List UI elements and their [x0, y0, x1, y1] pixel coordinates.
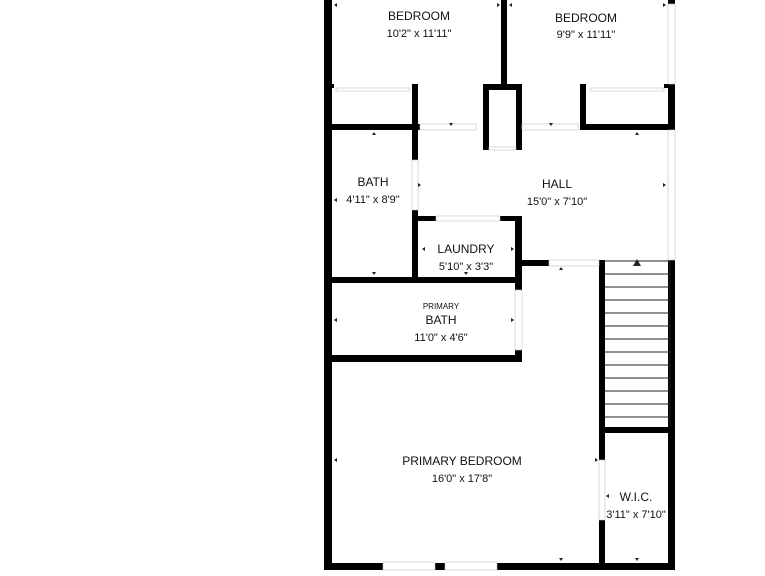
wall-primary-bath-bottom [324, 355, 522, 362]
window-bottom-right [444, 561, 498, 571]
room-name: BEDROOM [388, 9, 450, 23]
wall-bedrooms-divider [501, 0, 507, 86]
room-bedroom-left: BEDROOM 10'2" x 11'11" [387, 9, 452, 40]
central-closet-right [516, 84, 522, 150]
room-name: BATH [425, 313, 456, 327]
room-dimensions: 3'11" x 7'10" [606, 509, 666, 521]
wall-bedroom-left-bottom [324, 124, 420, 130]
room-dimensions: 10'2" x 11'11" [387, 28, 452, 40]
window-bedroom-right [589, 87, 665, 92]
wall-closet-left-top [324, 84, 334, 88]
window-bottom-left [382, 561, 436, 571]
central-closet-left [483, 84, 489, 150]
wall-laundry-right [515, 216, 522, 361]
doorway-central-closet [488, 146, 517, 151]
walls [324, 0, 675, 570]
doorway-bedroom-right [521, 123, 579, 131]
stair-arrow-icon [633, 259, 641, 266]
wall-closet-right-top [664, 84, 675, 88]
doorway-laundry [435, 215, 501, 222]
room-dimensions: 4'11" x 8'9" [346, 194, 399, 206]
wall-wic-top [599, 427, 675, 433]
room-name: BEDROOM [555, 11, 617, 25]
room-name: BATH [357, 175, 388, 189]
room-primary-bath: PRIMARY BATH 11'0" x 4'6" [414, 302, 467, 344]
room-name: LAUNDRY [437, 242, 494, 256]
room-name: PRIMARY BEDROOM [402, 454, 522, 468]
room-dimensions: 11'0" x 4'6" [414, 332, 467, 344]
wall-hall-stub [522, 260, 549, 266]
dimension-ticks [334, 3, 666, 561]
wall-closet-right-stub [580, 84, 586, 130]
room-name: W.I.C. [620, 490, 653, 504]
room-bath: BATH 4'11" x 8'9" [346, 175, 399, 206]
outer-wall-bottom [324, 563, 675, 570]
room-dimensions: 5'10" x 3'3" [439, 261, 493, 273]
doorway-bedroom-left [419, 123, 477, 131]
room-subtitle: PRIMARY [423, 302, 460, 311]
staircase [605, 259, 671, 427]
room-dimensions: 15'0" x 7'10" [527, 196, 587, 208]
wall-stair-left [599, 260, 605, 570]
doorway-primary-bath [514, 289, 523, 351]
outer-wall-left [324, 0, 332, 570]
window-right-top [667, 3, 676, 85]
window-bedroom-left [335, 87, 411, 92]
wall-bedroom-right-bottom [580, 124, 675, 130]
doorway-wic [598, 459, 606, 521]
outer-wall-right [668, 0, 675, 570]
room-bedroom-right: BEDROOM 9'9" x 11'11" [555, 11, 617, 41]
room-dimensions: 9'9" x 11'11" [557, 29, 616, 41]
room-name: HALL [542, 177, 572, 191]
room-dimensions: 16'0" x 17'8" [432, 473, 492, 485]
room-laundry: LAUNDRY 5'10" x 3'3" [437, 242, 494, 273]
wall-bath-bottom [324, 277, 522, 283]
opening-hall-primary [548, 259, 600, 267]
doorway-bath [411, 159, 419, 211]
room-hall: HALL 15'0" x 7'10" [527, 177, 587, 208]
room-wic: W.I.C. 3'11" x 7'10" [606, 490, 666, 521]
opening-right-wall-hall [667, 129, 676, 261]
central-closet-top [483, 84, 522, 90]
wall-closet-left-stub [412, 84, 418, 130]
room-primary-bedroom: PRIMARY BEDROOM 16'0" x 17'8" [402, 454, 522, 485]
